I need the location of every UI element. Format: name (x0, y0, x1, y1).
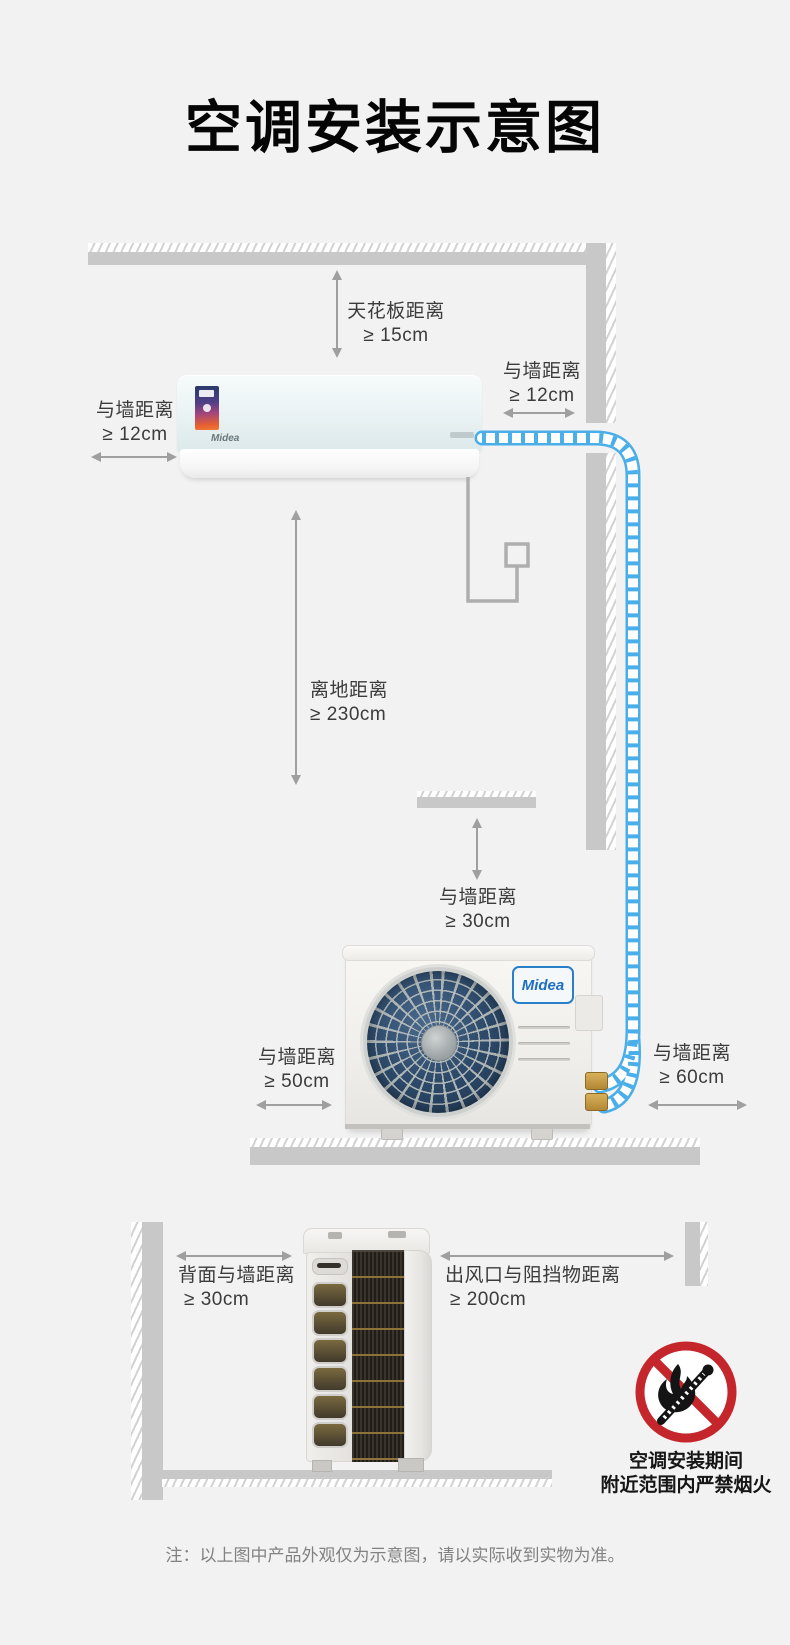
rear-unit-foot (398, 1458, 424, 1472)
energy-badge (195, 386, 219, 430)
air-outlet-distance: 出风口与阻挡物距离 ≥ 200cm (445, 1264, 635, 1312)
match-glyph (657, 1364, 714, 1425)
floor-distance-arrow (290, 510, 301, 785)
footer-note: 注：以上图中产品外观仅为示意图，请以实际收到实物为准。 (165, 1546, 625, 1565)
outdoor-top-wall-label: 与墙距离 (438, 887, 517, 908)
outdoor-unit-base (345, 1124, 590, 1129)
power-socket-icon (504, 542, 530, 568)
midea-label-outdoor: Midea (512, 966, 574, 1004)
outdoor-right-wall-value: ≥ 60cm (659, 1067, 725, 1088)
rear-unit-foot (312, 1460, 332, 1472)
rear-unit-clip (388, 1231, 406, 1238)
right-wall-upper (586, 243, 616, 850)
no-open-flame-icon (635, 1341, 737, 1443)
fan-hub (421, 1025, 457, 1061)
upper-wall-segment-hatch (417, 791, 536, 797)
ceiling-distance-arrow (331, 270, 342, 358)
outdoor-unit-rear (303, 1228, 430, 1254)
air-outlet-arrow (440, 1250, 674, 1261)
left-wall-lower-hatch (131, 1222, 142, 1500)
outdoor-left-wall-arrow (256, 1099, 332, 1110)
rear-unit-handle (312, 1258, 348, 1275)
floor-lower (162, 1470, 552, 1487)
fire-warning-text: 空调安装期间 附近范围内严禁烟火 (571, 1450, 790, 1498)
outdoor-unit-foot (381, 1128, 403, 1140)
air-outlet-label: 出风口与阻挡物距离 (445, 1265, 621, 1286)
model-minitag (450, 432, 474, 438)
service-valve (585, 1072, 608, 1090)
pipe-junction-box (575, 995, 603, 1031)
outdoor-right-wall-arrow (648, 1099, 747, 1110)
power-cord (466, 477, 530, 603)
left-wall-lower (131, 1222, 163, 1500)
back-wall-arrow (176, 1250, 292, 1261)
indoor-left-wall-arrow (91, 451, 177, 462)
mounting-platform (250, 1138, 700, 1165)
upper-wall-segment (417, 791, 536, 808)
back-wall-label: 背面与墙距离 (178, 1265, 296, 1286)
ceiling-distance: 天花板距离 ≥ 15cm (346, 300, 446, 348)
rear-unit-vent-hole (312, 1394, 348, 1420)
platform-hatch-texture (250, 1138, 700, 1147)
floor-distance-value: ≥ 230cm (310, 704, 387, 725)
ceiling-distance-label: 天花板距离 (347, 301, 445, 322)
ceiling-hatch-texture (88, 243, 616, 252)
right-wall-lower-hatch (700, 1222, 708, 1286)
air-outlet-value: ≥ 200cm (450, 1289, 527, 1310)
rear-unit-front-panel (404, 1250, 432, 1462)
outdoor-top-wall-value: ≥ 30cm (445, 911, 511, 932)
floor-distance-label: 离地距离 (310, 680, 389, 701)
indoor-right-wall-arrow (503, 407, 575, 418)
ceiling (88, 243, 616, 265)
back-wall-distance: 背面与墙距离 ≥ 30cm (178, 1264, 318, 1312)
ceiling-distance-value: ≥ 15cm (363, 325, 429, 346)
rear-unit-vent-hole (312, 1282, 348, 1308)
back-wall-value: ≥ 30cm (184, 1289, 250, 1310)
rear-unit-vent-hole (312, 1422, 348, 1448)
indoor-right-wall-value: ≥ 12cm (509, 385, 575, 406)
indoor-left-wall-value: ≥ 12cm (102, 424, 168, 445)
indoor-right-wall-label: 与墙距离 (502, 361, 581, 382)
right-wall-lower (685, 1222, 708, 1286)
rear-unit-vent-hole (312, 1366, 348, 1392)
rear-unit-clip (328, 1232, 342, 1239)
flame-glyph (658, 1364, 696, 1413)
midea-logo-indoor: Midea (211, 433, 240, 444)
indoor-left-wall-distance: 与墙距离 ≥ 12cm (92, 399, 178, 447)
badge-mark (199, 390, 214, 397)
indoor-unit: Midea (177, 375, 482, 452)
service-valve (585, 1093, 608, 1111)
vent-slat (518, 1042, 570, 1045)
outdoor-unit-lid (342, 945, 595, 961)
page-title: 空调安装示意图 (185, 96, 605, 160)
rear-unit-vent-hole (312, 1310, 348, 1336)
outdoor-right-wall-distance: 与墙距离 ≥ 60cm (648, 1042, 736, 1090)
vent-slat (518, 1058, 570, 1061)
outdoor-left-wall-value: ≥ 50cm (264, 1071, 330, 1092)
outdoor-left-wall-label: 与墙距离 (257, 1047, 336, 1068)
midea-brand-text: Midea (521, 976, 565, 994)
floor-lower-hatch (162, 1479, 552, 1487)
indoor-unit-air-outlet (180, 449, 479, 478)
handle-slot (317, 1263, 341, 1268)
floor-distance: 离地距离 ≥ 230cm (310, 679, 420, 727)
outdoor-top-wall-distance: 与墙距离 ≥ 30cm (418, 886, 538, 934)
indoor-right-wall-distance: 与墙距离 ≥ 12cm (499, 360, 585, 408)
outdoor-left-wall-distance: 与墙距离 ≥ 50cm (253, 1046, 341, 1094)
vent-slat (518, 1026, 570, 1029)
rear-unit-vent-hole (312, 1338, 348, 1364)
right-wall-hatch-texture (606, 243, 616, 850)
outdoor-unit-foot (531, 1128, 553, 1140)
indoor-left-wall-label: 与墙距离 (95, 400, 174, 421)
outdoor-right-wall-label: 与墙距离 (652, 1043, 731, 1064)
badge-dot-icon (203, 404, 211, 412)
fire-warning-line1: 空调安装期间 (628, 1451, 743, 1472)
fire-warning-line2: 附近范围内严禁烟火 (600, 1475, 772, 1496)
outdoor-top-wall-arrow (471, 818, 482, 880)
rear-unit-condenser-coil (352, 1250, 404, 1462)
